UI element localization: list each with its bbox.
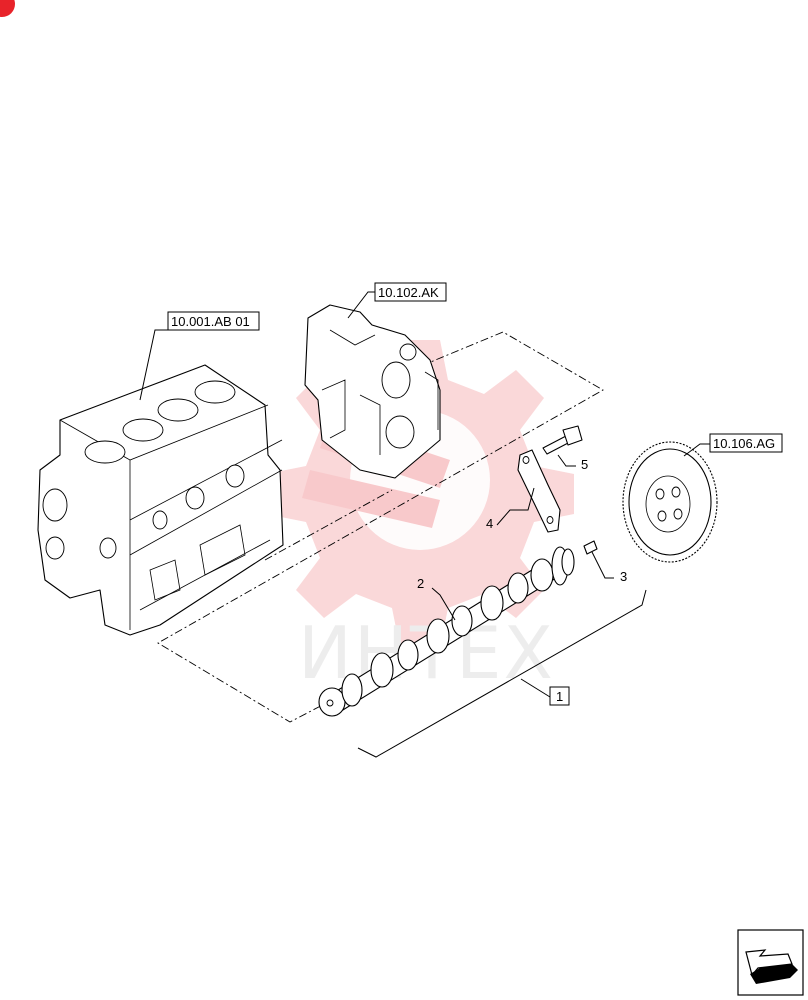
ref-timing-housing-label: 10.102.AK: [378, 285, 439, 300]
dowel-pin: [583, 540, 598, 555]
ref-assembly-item[interactable]: 1: [549, 686, 570, 706]
leader-lines: [139, 291, 712, 698]
bolt-number: 5: [581, 457, 588, 472]
engine-block: [37, 364, 284, 636]
camshaft: [318, 546, 575, 717]
ref-timing-housing[interactable]: 10.102.AK: [374, 282, 447, 302]
camshaft-number: 2: [417, 576, 424, 591]
assembly-bracket: [357, 589, 647, 758]
ref-engine-block[interactable]: 10.001.AB 01: [167, 311, 260, 331]
red-logo-icon: [0, 0, 15, 17]
bolt: [542, 425, 583, 455]
assembly-number-label: 1: [556, 689, 563, 704]
assembly-outline: [157, 331, 604, 723]
timing-gear-housing: [304, 304, 441, 479]
thrust-plate-number: 4: [486, 516, 493, 531]
ref-engine-block-label: 10.001.AB 01: [171, 314, 250, 329]
next-page-arrow-icon[interactable]: [737, 929, 804, 996]
pin-number: 3: [620, 569, 627, 584]
ref-camshaft-gear-label: 10.106.AG: [713, 436, 775, 451]
ref-camshaft-gear[interactable]: 10.106.AG: [709, 433, 783, 453]
camshaft-gear: [622, 441, 718, 563]
thrust-plate: [517, 449, 561, 533]
